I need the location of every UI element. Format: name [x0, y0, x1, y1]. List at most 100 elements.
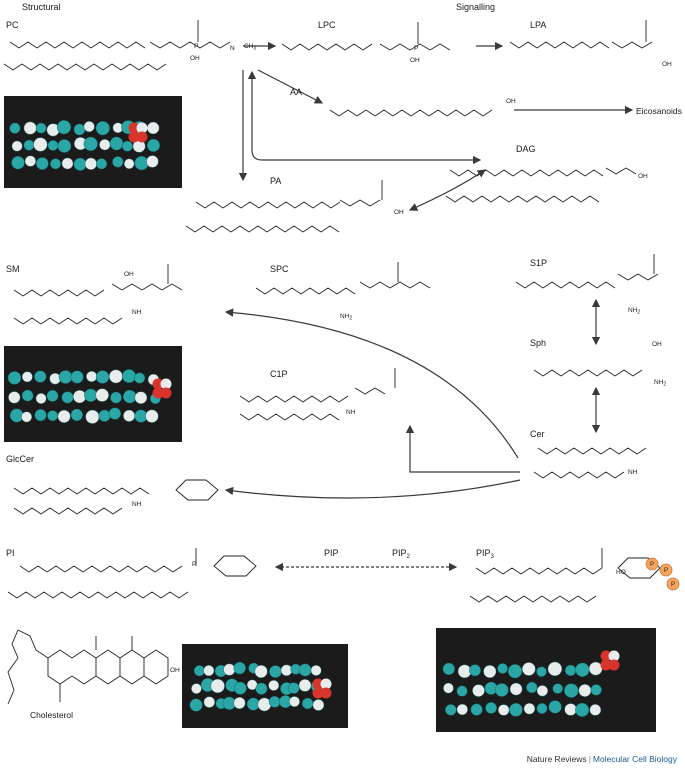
acyl-chain: [13, 487, 150, 495]
atom-sphere: [146, 121, 160, 135]
acyl-chain: [185, 225, 340, 233]
atom-sphere: [588, 661, 603, 676]
atom-sphere: [95, 388, 109, 402]
label-glccer: GlcCer: [6, 454, 34, 464]
atom-sphere: [548, 700, 562, 714]
atom-sphere: [84, 388, 98, 402]
atom-sphere: [298, 679, 312, 692]
atom-sphere: [522, 662, 536, 676]
arrow-to-dag: [251, 149, 482, 165]
atom-sphere: [210, 678, 225, 694]
oxygen-sphere: [312, 678, 324, 690]
atom-sphere: [472, 684, 485, 697]
acyl-chain: [255, 287, 356, 295]
arrow-cer-sm: [224, 308, 519, 459]
phosphate-badges: [645, 557, 680, 591]
badge-p-3: P: [671, 582, 675, 588]
atom-sphere: [122, 140, 133, 152]
acyl-chain: [515, 281, 616, 289]
atom-sphere: [233, 681, 247, 695]
atom-sphere: [456, 685, 468, 697]
atom-sphere: [122, 369, 136, 383]
atom-pip3-ho: HO: [616, 569, 626, 576]
oxygen-sphere: [152, 387, 164, 399]
atom-sphere: [485, 702, 497, 714]
oxygen-sphere: [160, 387, 172, 399]
label-pc: PC: [6, 20, 19, 30]
atom-dag-oh: OH: [638, 173, 648, 180]
atom-sphere: [191, 683, 202, 694]
oxygen-sphere: [128, 122, 140, 134]
label-cholesterol: Cholesterol: [30, 710, 73, 720]
atom-sphere: [575, 662, 590, 677]
label-pip: PIP: [324, 548, 339, 558]
atom-sphere: [193, 665, 205, 677]
atom-sphere: [122, 389, 137, 404]
acyl-chain: [445, 195, 600, 203]
label-pip3: PIP3: [476, 548, 495, 560]
atom-sphere: [564, 664, 577, 677]
atom-sphere: [72, 390, 87, 404]
atom-sphere: [134, 391, 148, 405]
atom-sphere: [507, 664, 523, 679]
atom-sphere: [146, 155, 159, 168]
atom-lpa-oh: OH: [662, 61, 672, 68]
atom-sphere: [34, 370, 47, 383]
atom-sphere: [498, 704, 510, 716]
atom-sphere: [58, 370, 73, 384]
atom-sphere: [536, 685, 549, 697]
atom-sphere: [298, 663, 312, 677]
atom-sphere: [564, 683, 579, 698]
atom-sphere: [589, 704, 602, 716]
label-cer: Cer: [530, 429, 545, 439]
acyl-chain: [3, 63, 167, 71]
acyl-chain: [449, 169, 604, 177]
atom-sphere: [268, 696, 281, 708]
atom-sphere: [57, 139, 72, 153]
acyl-chain: [469, 595, 597, 603]
atom-sphere: [33, 137, 48, 152]
atom-sphere: [84, 157, 98, 170]
acyl-chain: [239, 395, 349, 403]
atom-sphere: [46, 389, 59, 402]
atom-sphere: [9, 122, 21, 134]
label-lpa: LPA: [530, 20, 546, 30]
acyl-chain: [7, 591, 189, 599]
atom-sphere: [23, 121, 37, 135]
atom-sphere: [23, 139, 35, 151]
atom-sphere: [302, 697, 314, 710]
atom-sphere: [123, 409, 136, 422]
atom-glccer-nh: NH: [132, 501, 142, 508]
acyl-chain: [533, 471, 625, 479]
atom-sphere: [21, 389, 34, 402]
atom-sphere: [61, 157, 74, 170]
atom-sm-oh: OH: [124, 271, 134, 278]
atom-sphere: [7, 371, 22, 385]
atom-sphere: [280, 664, 293, 676]
atom-sphere: [95, 121, 110, 136]
atom-sphere: [442, 662, 455, 676]
atom-sphere: [73, 157, 87, 171]
acyl-chain: [19, 565, 183, 573]
atom-sphere: [34, 409, 47, 422]
label-pi: PI: [6, 548, 15, 558]
acyl-chain: [329, 109, 493, 117]
atom-pa-oh: OH: [394, 209, 404, 216]
oxygen-sphere: [320, 687, 332, 699]
atom-pc-p: P: [194, 43, 198, 50]
header-signalling: Signalling: [456, 2, 495, 12]
atom-sphere: [310, 665, 322, 676]
acyl-chain: [13, 507, 123, 515]
atom-sphere: [288, 682, 300, 694]
oxygen-sphere: [160, 378, 172, 390]
label-pip2: PIP2: [392, 548, 411, 560]
atom-sphere: [47, 140, 59, 151]
atom-sphere: [509, 682, 523, 696]
atom-sphere: [110, 391, 122, 404]
atom-pc-oh: OH: [190, 55, 200, 62]
credit-separator: |: [588, 754, 591, 764]
credit-publisher: Nature Reviews: [526, 754, 587, 764]
acyl-chain: [239, 413, 340, 421]
atom-sphere: [24, 155, 37, 167]
